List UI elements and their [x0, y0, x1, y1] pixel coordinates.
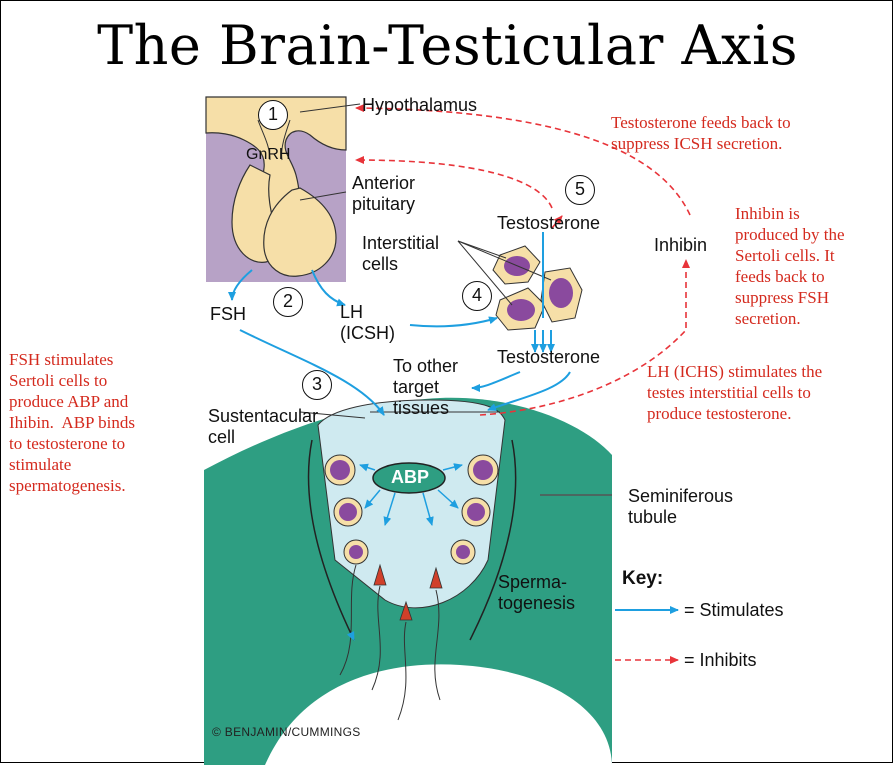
- label-testosterone-top: Testosterone: [497, 213, 600, 234]
- label-spermatogenesis: Sperma- togenesis: [498, 572, 575, 614]
- label-sustentacular: Sustentacular cell: [208, 406, 318, 448]
- page-title: The Brain-Testicular Axis: [0, 14, 895, 77]
- step-number-4: 4: [462, 281, 492, 311]
- step-number-3: 3: [302, 370, 332, 400]
- key-inhibits-label: = Inhibits: [684, 650, 757, 671]
- key-stimulates-label: = Stimulates: [684, 600, 784, 621]
- key-title: Key:: [622, 568, 663, 589]
- label-fsh: FSH: [210, 304, 246, 325]
- label-testosterone-mid: Testosterone: [497, 347, 600, 368]
- copyright: © BENJAMIN/CUMMINGS: [212, 725, 361, 739]
- note-testosterone-feedback: Testosterone feeds back to suppress ICSH…: [611, 112, 791, 154]
- step-number-2: 2: [273, 287, 303, 317]
- note-inhibin: Inhibin is produced by the Sertoli cells…: [735, 203, 845, 329]
- note-lh: LH (ICHS) stimulates the testes intersti…: [647, 361, 822, 424]
- label-anterior-pituitary: Anterior pituitary: [352, 173, 415, 215]
- label-abp: ABP: [391, 467, 429, 488]
- interstitial-cells: [493, 246, 582, 330]
- label-inhibin: Inhibin: [654, 235, 707, 256]
- note-fsh: FSH stimulates Sertoli cells to produce …: [9, 349, 135, 496]
- label-lh: LH (ICSH): [340, 302, 395, 344]
- step-number-1: 1: [258, 100, 288, 130]
- to-other-tissues-arrow: [472, 372, 520, 388]
- label-hypothalamus: Hypothalamus: [362, 95, 477, 116]
- label-gnrh: GnRH: [246, 144, 290, 165]
- lh-to-interstitial-arrow: [410, 318, 497, 326]
- label-other-tissues: To other target tissues: [393, 356, 458, 419]
- step-number-5: 5: [565, 175, 595, 205]
- label-interstitial-cells: Interstitial cells: [362, 233, 439, 275]
- label-seminiferous: Seminiferous tubule: [628, 486, 733, 528]
